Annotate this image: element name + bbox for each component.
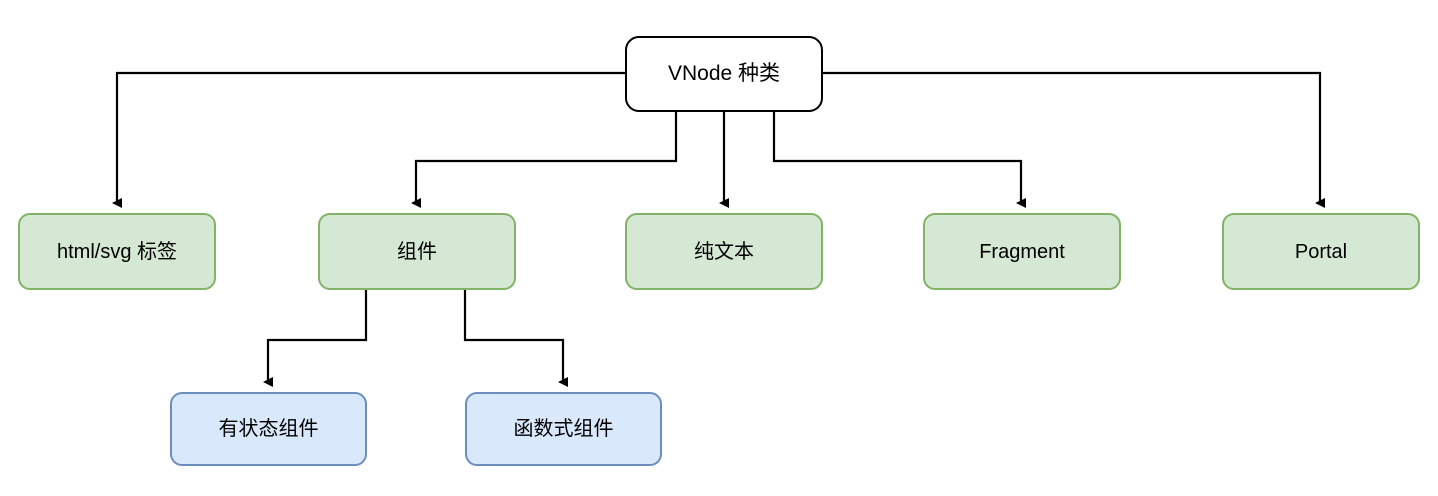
node-portal[interactable]: Portal: [1222, 213, 1420, 290]
node-vnode-kinds[interactable]: VNode 种类: [625, 36, 823, 112]
node-plain-text[interactable]: 纯文本: [625, 213, 823, 290]
node-stateful-component-label: 有状态组件: [218, 418, 319, 440]
node-functional-component[interactable]: 函数式组件: [465, 392, 662, 466]
node-vnode-kinds-label: VNode 种类: [667, 62, 781, 86]
node-functional-component-label: 函数式组件: [513, 418, 614, 440]
node-portal-label: Portal: [1294, 240, 1348, 263]
node-component-label: 组件: [397, 240, 437, 263]
edge-root-to-portal: [823, 71, 1325, 208]
node-html-svg-tag-label: html/svg 标签: [56, 240, 178, 263]
node-fragment[interactable]: Fragment: [923, 213, 1121, 290]
edge-root-to-html-svg-tag: [112, 71, 625, 208]
node-component[interactable]: 组件: [318, 213, 516, 290]
edge-component-to-functional-component: [463, 290, 568, 387]
node-fragment-label: Fragment: [979, 240, 1065, 263]
node-stateful-component[interactable]: 有状态组件: [170, 392, 367, 466]
node-plain-text-label: 纯文本: [694, 240, 754, 263]
node-html-svg-tag[interactable]: html/svg 标签: [18, 213, 216, 290]
edge-component-to-stateful-component: [263, 290, 368, 387]
edge-root-to-fragment: [772, 112, 1026, 208]
edge-root-to-component: [411, 112, 678, 208]
